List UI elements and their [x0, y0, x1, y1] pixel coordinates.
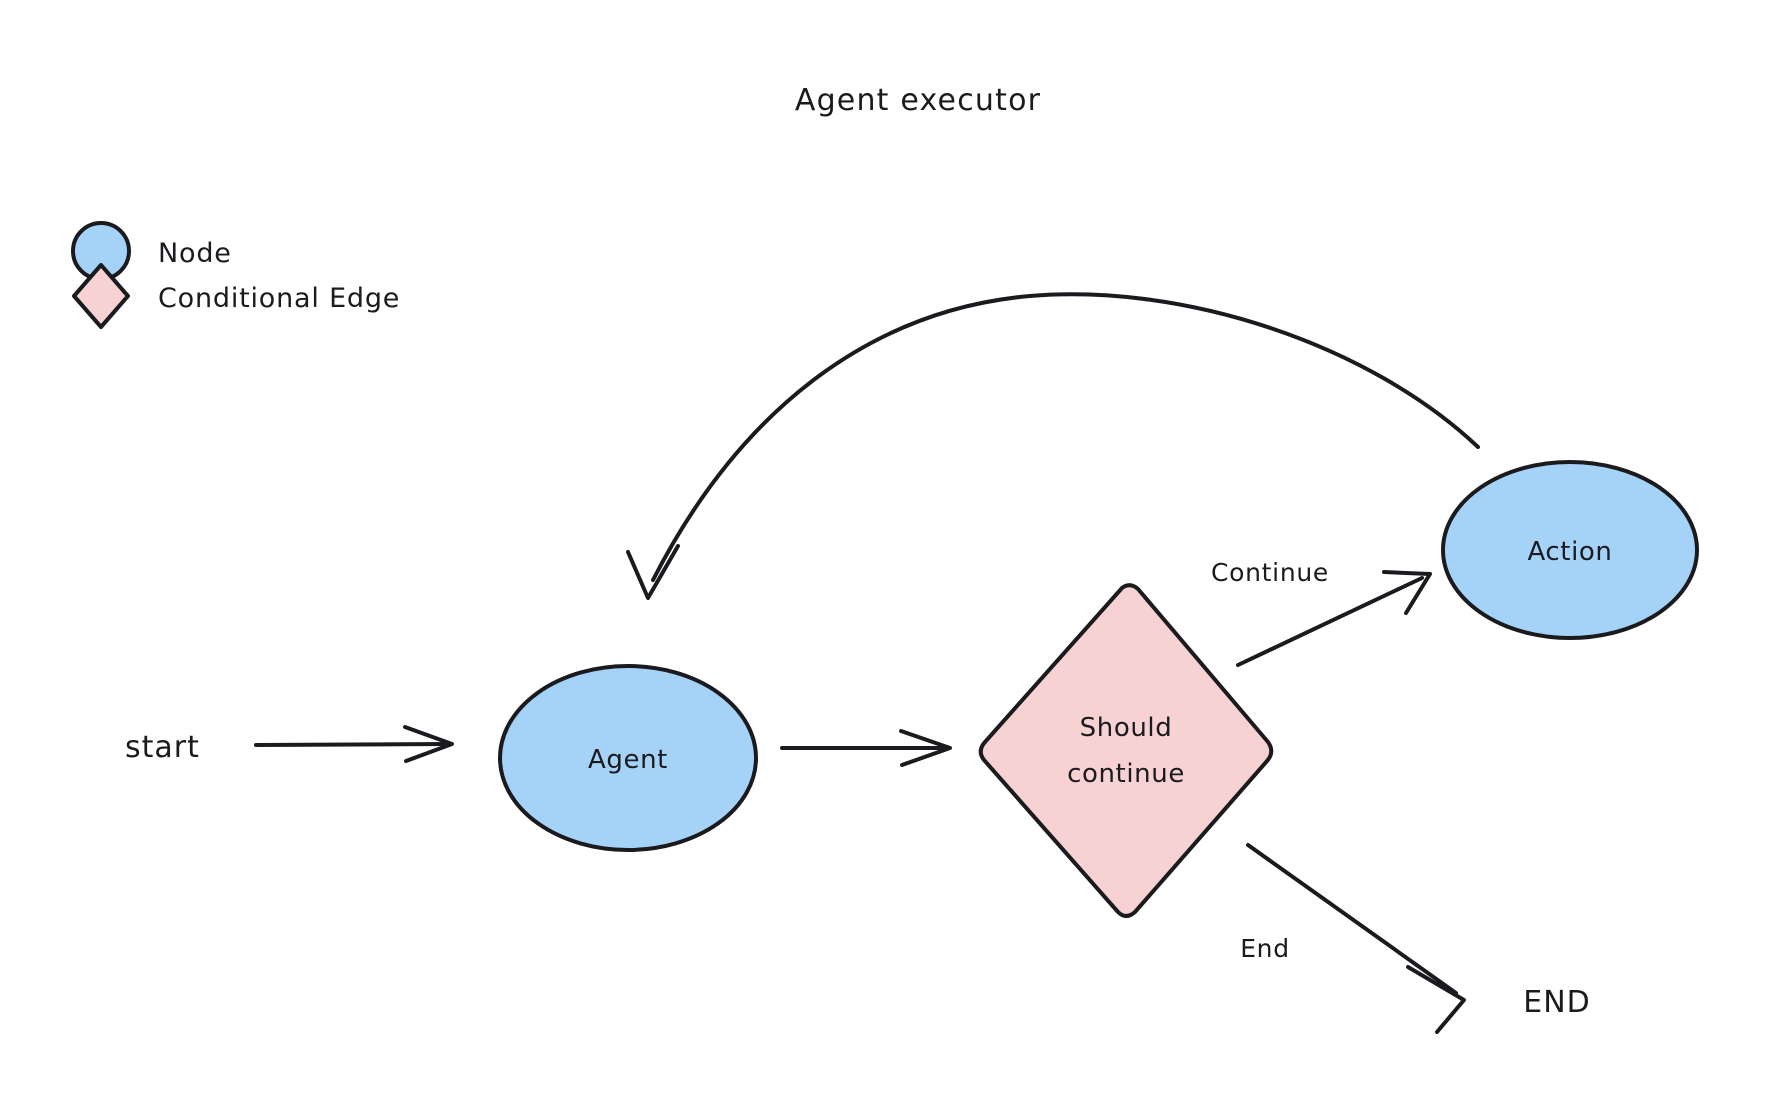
- edge-should-continue-to-end: [1246, 843, 1466, 1034]
- node-action-shape[interactable]: [1441, 460, 1699, 640]
- node-action-label: Action: [1527, 537, 1612, 567]
- legend: Node Conditional Edge: [71, 221, 400, 329]
- node-action[interactable]: Action: [1441, 460, 1699, 640]
- terminal-label-end: END: [1523, 985, 1591, 1020]
- terminal-label-start: start: [125, 730, 200, 765]
- node-should-continue-label-line1: Should: [1080, 713, 1173, 743]
- edge-label-continue: Continue: [1211, 558, 1329, 587]
- legend-diamond-icon: [72, 263, 130, 329]
- legend-item-node: Node: [71, 221, 232, 281]
- node-agent-shape[interactable]: [498, 664, 758, 852]
- edge-label-end: End: [1240, 934, 1290, 963]
- node-should-continue[interactable]: Should continue: [978, 583, 1274, 918]
- legend-label-node: Node: [158, 238, 232, 269]
- edge-start-to-agent: [254, 725, 454, 763]
- node-agent[interactable]: Agent: [498, 664, 758, 852]
- node-agent-label: Agent: [588, 745, 668, 775]
- legend-label-conditional-edge: Conditional Edge: [158, 283, 400, 314]
- edge-agent-to-should-continue: [780, 729, 952, 767]
- diagram-title: Agent executor: [795, 83, 1041, 118]
- edge-should-continue-to-action: [1236, 570, 1432, 667]
- legend-item-conditional-edge: Conditional Edge: [72, 263, 400, 329]
- node-should-continue-label-line2: continue: [1067, 759, 1185, 789]
- node-should-continue-shape[interactable]: [978, 583, 1274, 918]
- edge-action-to-agent: [626, 292, 1480, 600]
